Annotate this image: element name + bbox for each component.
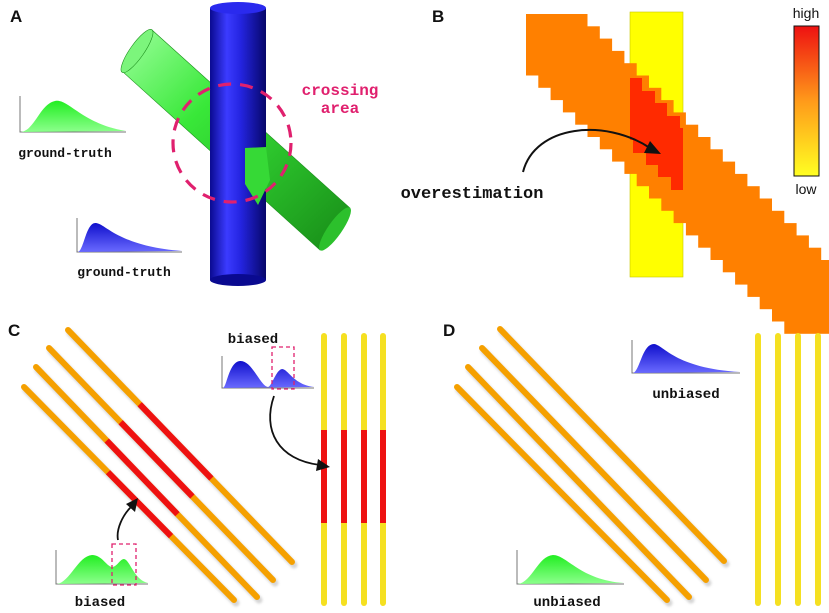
green-front-segment	[245, 147, 270, 205]
biased-top-arrow	[269, 395, 321, 466]
unbiased-distribution-top	[631, 340, 740, 374]
diagonal-fiber	[479, 345, 709, 583]
overestimation-label: overestimation	[401, 185, 544, 204]
panel-b-letter: B	[432, 7, 444, 26]
diagonal-fiber	[497, 326, 727, 564]
unbiased-diagonal-fibers	[454, 326, 730, 607]
biased-bottom-arrow	[116, 504, 134, 541]
heatmap-overlap-region	[630, 78, 683, 190]
diagonal-fiber	[454, 384, 670, 603]
panel-c-letter: C	[8, 321, 20, 340]
diagonal-fiber-red-segment	[118, 420, 195, 499]
green-dist-label: ground-truth	[18, 146, 112, 161]
unbiased-bottom-label: unbiased	[533, 595, 600, 611]
biased-distribution-bottom	[55, 543, 148, 586]
diagonal-fiber-red-segment	[104, 438, 180, 517]
diagonal-fiber	[465, 364, 692, 600]
biased-vertical-fibers	[321, 333, 389, 606]
colorbar-low-label: low	[795, 181, 817, 197]
panel-d-letter: D	[443, 321, 455, 340]
arrow-head	[644, 141, 661, 154]
blue-dist-label: ground-truth	[77, 265, 171, 280]
crossing-area-circle	[171, 82, 293, 204]
panel-a-letter: A	[10, 7, 22, 26]
heatmap	[526, 11, 829, 334]
overestimation-arrow	[522, 129, 651, 173]
panel-b: B high low overestimation	[401, 5, 829, 334]
green-distribution	[19, 96, 126, 133]
panel-d: D unbiased unbiased	[443, 321, 824, 611]
biased-top-label: biased	[228, 332, 278, 348]
biased-diagonal-fibers	[21, 327, 298, 607]
panel-c: C biased biased	[8, 321, 389, 611]
crossing-label-line2: area	[321, 100, 360, 118]
unbiased-distribution-bottom	[516, 550, 624, 585]
blue-distribution	[76, 218, 182, 253]
biased-bottom-label: biased	[75, 595, 125, 611]
crossing-label-line1: crossing	[302, 82, 379, 100]
unbiased-top-label: unbiased	[652, 387, 719, 403]
diagonal-fiber-red-segment	[137, 402, 214, 481]
colorbar	[793, 25, 820, 177]
diagonal-fiber-red-segment	[105, 470, 174, 539]
blue-fiber-cylinder	[210, 2, 266, 286]
panel-a: A crossing area ground-truth	[10, 2, 378, 286]
biased-distribution-top	[221, 346, 314, 390]
heatmap-cell	[784, 272, 829, 334]
unbiased-vertical-fibers	[755, 333, 824, 606]
colorbar-high-label: high	[793, 5, 819, 21]
